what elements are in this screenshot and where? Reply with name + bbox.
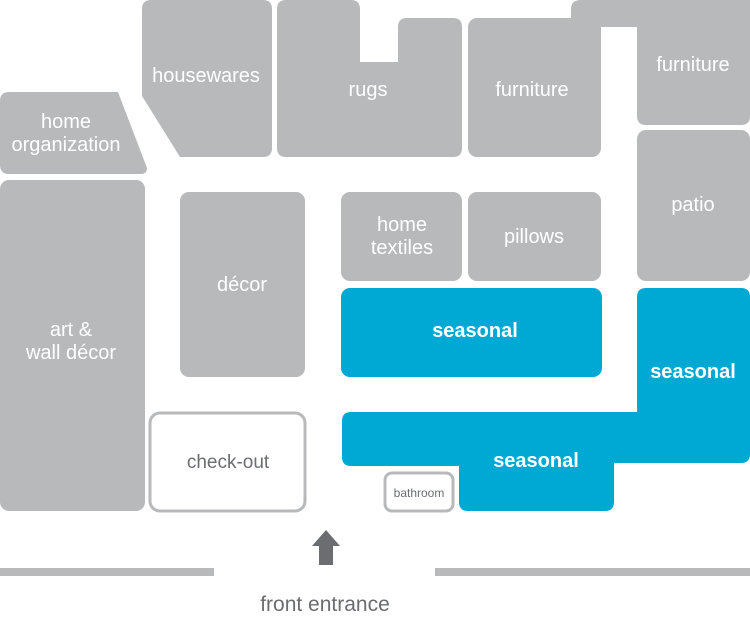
- dept-home-textiles[interactable]: home textiles: [341, 192, 462, 281]
- entrance-arrow-icon: [312, 530, 340, 565]
- dept-seasonal-bottom[interactable]: seasonal seasonal: [342, 288, 750, 511]
- dept-seasonal-top-label: seasonal: [432, 320, 518, 342]
- dept-art-wall-decor[interactable]: art & wall décor: [0, 180, 145, 511]
- dept-patio[interactable]: patio: [637, 130, 750, 281]
- dept-housewares[interactable]: housewares: [142, 0, 272, 157]
- dept-decor[interactable]: décor: [180, 192, 305, 377]
- dept-seasonal-top[interactable]: seasonal: [341, 288, 602, 377]
- dept-pillows-label: pillows: [504, 226, 564, 248]
- dept-home-organization-line2: organization: [12, 134, 121, 156]
- dept-home-organization-line1: home: [41, 111, 91, 133]
- dept-furniture-right[interactable]: furniture: [571, 0, 750, 125]
- dept-seasonal-bottom-label: seasonal: [493, 450, 579, 472]
- dept-rugs[interactable]: rugs: [277, 0, 462, 157]
- dept-rugs-label: rugs: [349, 79, 388, 101]
- dept-home-organization[interactable]: home organization: [0, 92, 147, 174]
- dept-housewares-label: housewares: [152, 65, 260, 87]
- checkout-area[interactable]: check-out: [148, 411, 307, 513]
- bathroom-label: bathroom: [394, 486, 445, 500]
- dept-seasonal-right-label: seasonal: [650, 361, 736, 383]
- dept-art-wall-decor-line2: wall décor: [25, 342, 116, 364]
- dept-home-textiles-line2: textiles: [371, 237, 433, 259]
- front-wall-right: [435, 568, 750, 576]
- dept-decor-label: décor: [217, 274, 267, 296]
- front-entrance-label: front entrance: [260, 593, 390, 616]
- front-wall-left: [0, 568, 214, 576]
- checkout-label: check-out: [187, 452, 270, 473]
- dept-pillows[interactable]: pillows: [468, 192, 601, 281]
- dept-art-wall-decor-line1: art &: [50, 319, 93, 341]
- dept-furniture-right-label: furniture: [656, 54, 729, 76]
- bathroom-area[interactable]: bathroom: [383, 471, 455, 513]
- dept-furniture-center[interactable]: furniture: [468, 18, 601, 157]
- dept-patio-label: patio: [671, 194, 714, 216]
- dept-home-textiles-line1: home: [377, 214, 427, 236]
- dept-furniture-center-label: furniture: [495, 79, 568, 101]
